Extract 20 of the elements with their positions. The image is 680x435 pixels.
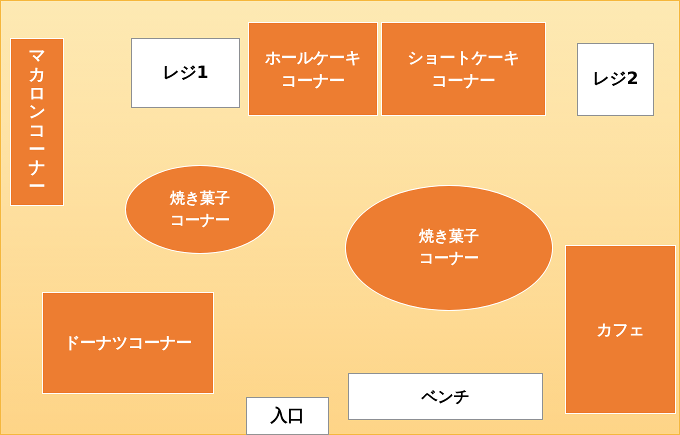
register-area	[577, 43, 654, 116]
area-label: ショートケーキコーナー	[406, 46, 520, 92]
area-label: レジ1	[162, 62, 208, 85]
area-label: 焼き菓子コーナー	[168, 188, 231, 230]
area-label: ドーナツコーナー	[64, 332, 192, 354]
area-label: 焼き菓子コーナー	[418, 226, 480, 269]
area-label: カフェ	[596, 318, 644, 341]
display-area	[248, 22, 378, 116]
display-area	[42, 292, 214, 394]
cafe-area	[565, 245, 676, 414]
display-area	[381, 22, 546, 116]
bench-area	[348, 373, 543, 420]
area-label: ベンチ	[422, 386, 470, 408]
display-area	[10, 38, 64, 206]
entrance-area	[246, 397, 329, 435]
area-label: 入口	[270, 404, 304, 428]
area-label: レジ2	[592, 68, 638, 92]
area-label: ホールケーキコーナー	[264, 46, 362, 92]
register-area	[131, 38, 240, 108]
area-label: マカロンコーナー	[28, 47, 46, 197]
